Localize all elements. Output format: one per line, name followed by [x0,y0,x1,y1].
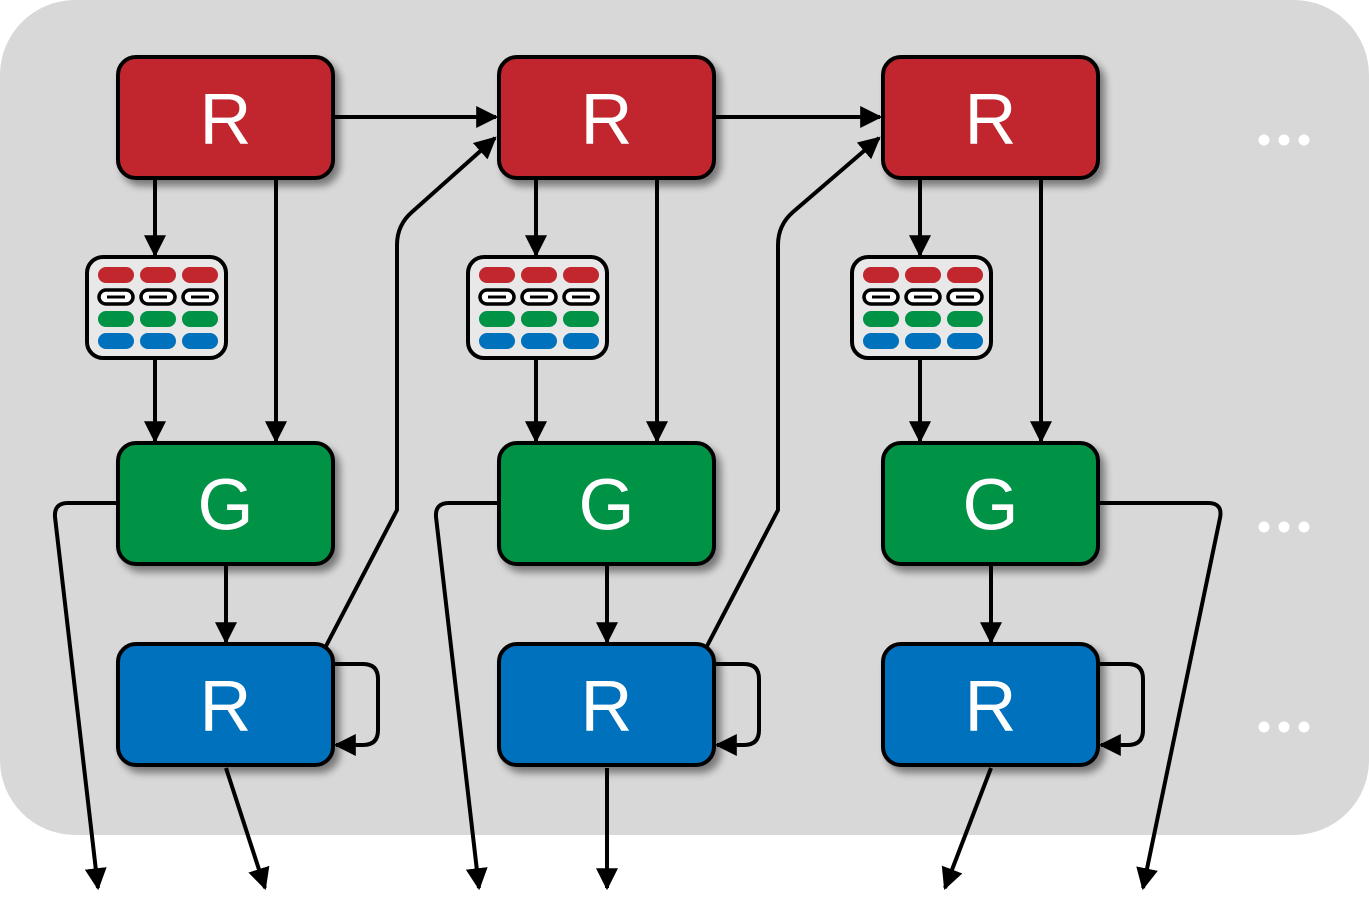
green-g-node-2-rect [497,441,716,566]
blue-r-node-2[interactable]: R [497,642,716,767]
ellipses: ......... [1258,134,1310,733]
red-r-node-3[interactable]: R [881,55,1100,180]
red-r-node-1[interactable]: R [116,55,335,180]
edge-g-output-3 [1098,501,1223,891]
green-g-node-2[interactable]: G [497,441,716,566]
blue-r-node-3-rect [881,642,1100,767]
edge-blue-output-3 [941,767,993,891]
blue-r-node-1[interactable]: R [116,642,335,767]
blue-r-node-2-label: R [581,667,633,747]
edge-g-output-2 [433,501,499,891]
blue-r-node-2-rect [497,642,716,767]
green-g-node-3-label: G [962,466,1018,546]
ellipsis-3: ... [1258,721,1310,733]
edge-blue-self-loop-3 [1098,662,1145,756]
blue-r-node-3[interactable]: R [881,642,1100,767]
green-g-node-1[interactable]: G [116,441,335,566]
green-g-node-3-rect [881,441,1100,566]
blue-r-node-1-rect [116,642,335,767]
edge-blue-self-loop-1 [333,662,380,756]
background-panel [0,0,1369,835]
grid-table-icon-1 [85,255,228,360]
green-g-node-3[interactable]: G [881,441,1100,566]
nodes: R G R R G R R G R [85,55,1100,767]
red-r-node-3-rect [881,55,1100,180]
grid-table-icon-3 [850,255,993,360]
red-r-node-2-rect [497,55,716,180]
red-r-node-1-rect [116,55,335,180]
green-g-node-1-rect [116,441,335,566]
green-g-node-1-label: G [197,466,253,546]
blue-r-node-1-label: R [200,667,252,747]
red-r-node-1-label: R [200,80,252,160]
edge-blue-output-1 [224,767,270,891]
edge-blue-to-next-r-1 [323,136,497,649]
red-r-node-3-label: R [965,80,1017,160]
red-r-node-2[interactable]: R [497,55,716,180]
blue-r-node-3-label: R [965,667,1017,747]
edge-g-output-1 [52,501,118,891]
edge-blue-to-next-r-2 [704,136,881,649]
grid-table-icon-2 [466,255,609,360]
edge-blue-self-loop-2 [714,662,761,756]
edges [52,106,1223,891]
green-g-node-2-label: G [578,466,634,546]
red-r-node-2-label: R [581,80,633,160]
ellipsis-1: ... [1258,134,1310,146]
ellipsis-2: ... [1258,521,1310,533]
